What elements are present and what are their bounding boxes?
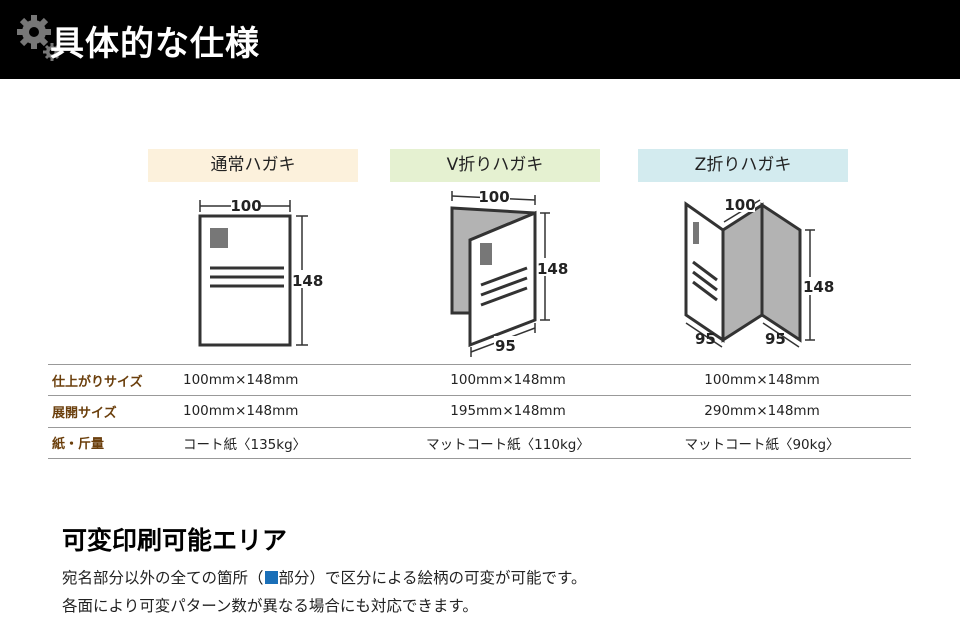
postcard-illustrations: 100 148 100 148 95 100 148 95 95 bbox=[198, 188, 834, 357]
type-label-z-fold: Z折りハガキ bbox=[638, 149, 848, 182]
table-row: 紙・斤量コート紙〈135kg〉マットコート紙〈110kg〉マットコート紙〈90k… bbox=[48, 426, 911, 459]
row-label: 紙・斤量 bbox=[48, 426, 173, 459]
dim-fold: 95 bbox=[495, 337, 516, 355]
v-fold-postcard-diagram bbox=[450, 191, 550, 357]
text-span: 部分）で区分による絵柄の可変が可能です。 bbox=[278, 569, 587, 587]
table-cell: 100mm×148mm bbox=[173, 363, 373, 396]
type-label-normal: 通常ハガキ bbox=[148, 149, 358, 182]
variable-area-line1: 宛名部分以外の全ての箇所（ 部分）で区分による絵柄の可変が可能です。 bbox=[62, 566, 587, 588]
gear-icon bbox=[17, 15, 61, 61]
variable-area-title: 可変印刷可能エリア bbox=[62, 526, 288, 555]
page-title: 具体的な仕様 bbox=[50, 24, 260, 64]
table-cell: マットコート紙〈90kg〉 bbox=[643, 426, 911, 459]
table-cell: 100mm×148mm bbox=[173, 395, 373, 428]
text-span: 宛名部分以外の全ての箇所（ bbox=[62, 569, 264, 587]
table-cell: マットコート紙〈110kg〉 bbox=[373, 426, 643, 459]
table-cell: 100mm×148mm bbox=[643, 363, 911, 396]
type-label-v-fold: V折りハガキ bbox=[390, 149, 600, 182]
blue-square-icon bbox=[264, 571, 278, 584]
dim-width: 100 bbox=[230, 197, 261, 215]
table-cell: 290mm×148mm bbox=[643, 395, 911, 428]
table-cell: 100mm×148mm bbox=[373, 363, 643, 396]
row-label: 仕上がりサイズ bbox=[48, 363, 173, 396]
normal-postcard-diagram bbox=[198, 200, 308, 347]
table-cell: 195mm×148mm bbox=[373, 395, 643, 428]
dim-width: 100 bbox=[478, 188, 509, 206]
dim-height: 148 bbox=[803, 278, 834, 296]
row-label: 展開サイズ bbox=[48, 395, 173, 428]
dim-fold-left: 95 bbox=[695, 330, 716, 348]
table-cell: コート紙〈135kg〉 bbox=[173, 426, 373, 459]
header-bar: 具体的な仕様 bbox=[0, 0, 960, 79]
z-fold-postcard-diagram bbox=[684, 199, 815, 348]
dim-height: 148 bbox=[292, 272, 323, 290]
dim-width: 100 bbox=[724, 196, 755, 214]
dim-height: 148 bbox=[537, 260, 568, 278]
variable-area-line2: 各面により可変パターン数が異なる場合にも対応できます。 bbox=[62, 597, 478, 615]
dim-fold-right: 95 bbox=[765, 330, 786, 348]
